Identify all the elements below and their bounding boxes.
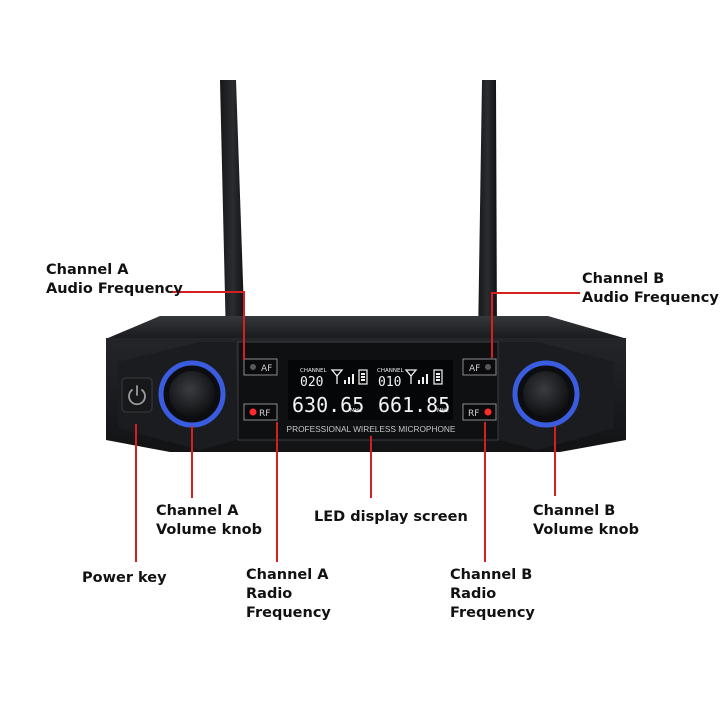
antenna-right xyxy=(478,80,497,340)
callout-line-channel-b-af xyxy=(491,292,580,358)
rf-b-label: RF xyxy=(468,409,479,419)
callout-lines xyxy=(135,291,580,562)
signal-bars-a xyxy=(344,374,354,384)
label-led-display-screen: LED display screen xyxy=(314,509,468,525)
label-channel-b-radio-frequency: Channel B Radio Frequency xyxy=(450,567,535,621)
lcd-ch-b-label: CHANNEL xyxy=(377,368,404,374)
label-channel-a-radio-frequency: Channel A Radio Frequency xyxy=(246,567,331,621)
label-power-key: Power key xyxy=(82,570,167,586)
lcd-unit-b: MHz xyxy=(437,408,449,414)
lcd-ch-a-freq: 630.65 xyxy=(292,393,364,417)
label-channel-b-audio-frequency: Channel B Audio Frequency xyxy=(582,271,719,306)
antenna-left xyxy=(220,80,245,340)
power-icon xyxy=(128,385,146,406)
brand-text: PROFESSIONAL WIRELESS MICROPHONE xyxy=(287,424,456,434)
receiver-top xyxy=(108,316,624,338)
channel-b-af-indicator: AF xyxy=(462,358,497,376)
led-display-screen xyxy=(288,360,453,420)
channel-a-af-indicator: AF xyxy=(243,358,278,376)
lcd-ch-a-label: CHANNEL xyxy=(300,368,327,374)
antenna-signal-icon-b xyxy=(404,369,418,384)
antenna-signal-icon xyxy=(330,369,344,384)
channel-a-rf-indicator: RF xyxy=(243,403,278,421)
callout-line-channel-a-af xyxy=(172,291,245,360)
channel-b-rf-indicator: RF xyxy=(462,403,497,421)
label-channel-a-audio-frequency: Channel A Audio Frequency xyxy=(46,262,183,297)
label-channel-a-volume-knob: Channel A Volume knob xyxy=(156,503,262,538)
rf-a-label: RF xyxy=(259,409,270,419)
lcd-unit-a: MHz xyxy=(350,408,362,414)
label-channel-b-volume-knob: Channel B Volume knob xyxy=(533,503,639,538)
signal-bars-b xyxy=(418,374,428,384)
lcd-ch-b-number: 010 xyxy=(378,375,401,390)
lcd-ch-a-number: 020 xyxy=(300,375,323,390)
battery-icon xyxy=(358,369,368,385)
af-a-label: AF xyxy=(261,364,272,374)
channel-b-volume-knob[interactable] xyxy=(512,360,580,428)
lcd-ch-b-freq: 661.85 xyxy=(378,393,450,417)
af-b-label: AF xyxy=(469,364,480,374)
battery-icon-b xyxy=(433,369,443,385)
channel-a-volume-knob[interactable] xyxy=(158,360,226,428)
